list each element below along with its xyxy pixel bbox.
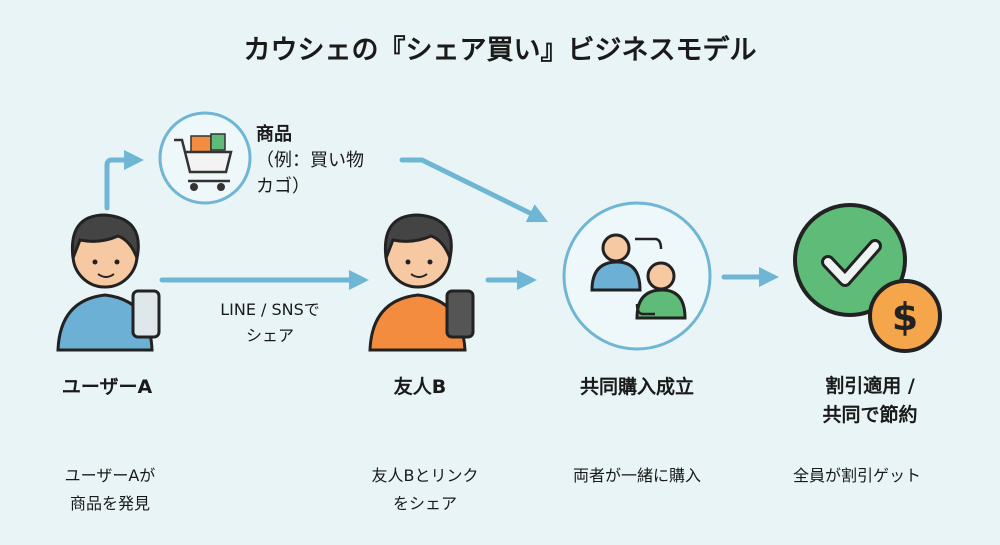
share-label-line1: LINE / SNSで: [220, 300, 320, 319]
discount-check-icon: $: [793, 203, 942, 353]
desc-line: をシェア: [392, 494, 458, 513]
product-label: 商品 （例：買い物 カゴ）: [256, 122, 364, 200]
product-sub-2: カゴ）: [256, 176, 310, 197]
step-desc-discount: 全員が割引ゲット: [792, 466, 922, 485]
step-label-discount-2: 共同で節約: [822, 404, 918, 426]
step-label-friend-b: 友人B: [393, 376, 447, 398]
product-sub-1: （例：買い物: [256, 150, 364, 171]
desc-line: 友人Bとリンク: [371, 466, 479, 485]
step-desc-friend-b: 友人Bとリンク をシェア: [372, 462, 479, 518]
step-label-discount: 割引適用 / 共同で節約: [822, 372, 917, 430]
step-label-user-a: ユーザーA: [61, 376, 153, 398]
share-label-line2: シェア: [245, 326, 294, 345]
page-title: カウシェの『シェア買い』ビジネスモデル: [243, 35, 757, 66]
dollar-icon: $: [892, 295, 918, 339]
desc-line: ユーザーAが: [64, 466, 156, 485]
arrow-a-to-product: [104, 150, 144, 211]
co-purchase-icon: [562, 201, 712, 351]
step-desc-co-purchase: 両者が一緒に購入: [572, 466, 702, 485]
friend-b-avatar: [368, 213, 475, 352]
user-a-avatar: [56, 213, 161, 352]
flow-arrows: [104, 150, 779, 290]
share-label: LINE / SNSで シェア: [220, 297, 320, 349]
shopping-cart-icon: [158, 111, 252, 205]
desc-line: 商品を発見: [69, 494, 151, 513]
step-desc-user-a: ユーザーAが 商品を発見: [65, 462, 156, 518]
step-label-discount-1: 割引適用 /: [825, 375, 915, 397]
arrow-product-to-coop: [399, 157, 549, 223]
product-title: 商品: [256, 124, 292, 145]
step-label-co-purchase: 共同購入成立: [579, 376, 695, 398]
